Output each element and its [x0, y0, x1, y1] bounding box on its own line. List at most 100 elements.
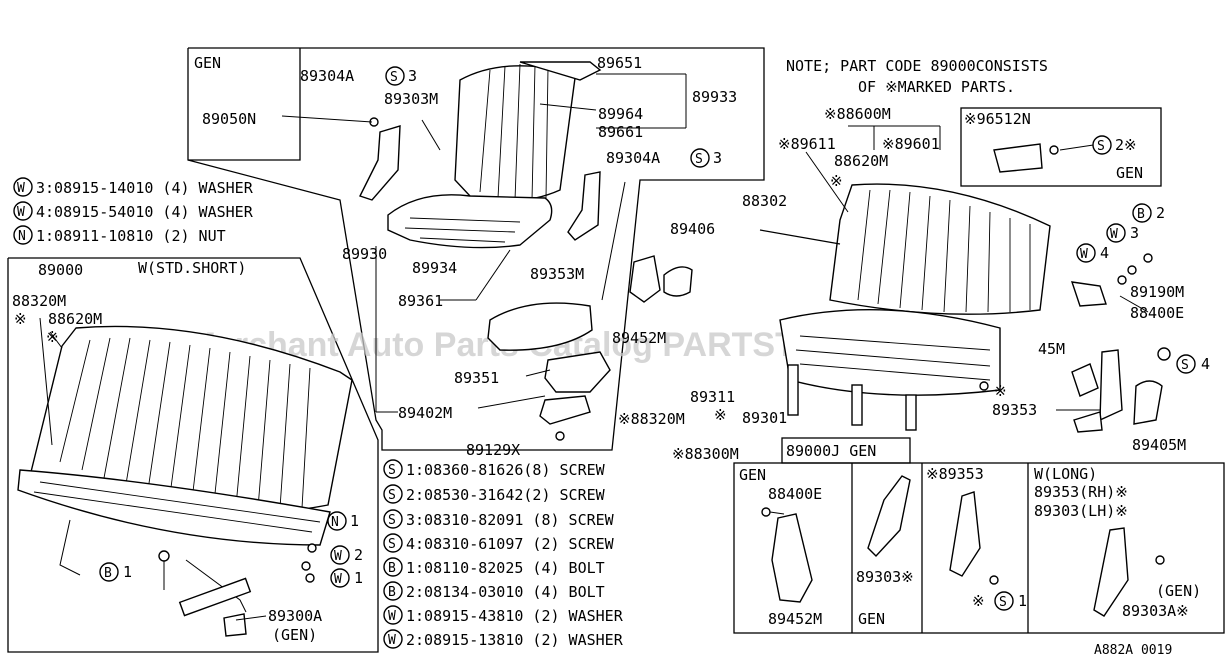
label-89301: 89301 — [742, 409, 787, 427]
callout-symbols: S 3 S 3 S 2※ B 2 W 3 W 4 S 4 S 1 B 1 N 1… — [99, 66, 1210, 611]
label-89190m: 89190M — [1130, 283, 1184, 301]
part-89190m — [1070, 281, 1107, 307]
svg-text:B: B — [388, 585, 396, 600]
rear-bench-cushion — [779, 309, 1001, 396]
label-88320m-right: ※88320M — [618, 410, 685, 428]
front-seat-drawing — [281, 61, 693, 441]
note-line-2: OF ※MARKED PARTS. — [858, 78, 1015, 96]
label-asterisk-right: ※ — [830, 172, 843, 190]
label-88620m-left: 88620M — [48, 310, 102, 328]
headrest-frame — [519, 61, 602, 81]
bracket-89353m — [567, 171, 601, 241]
part-labels: 89050N 89304A 89303M 89651 89933 89964 8… — [12, 54, 1201, 628]
label-45m: 45M — [1038, 340, 1065, 358]
leg-2 — [851, 384, 863, 426]
callout-n1-n: 1 — [350, 512, 359, 530]
legend-bottom-item: 3:08310-82091 (8) SCREW — [406, 511, 615, 529]
label-89300a: 89300A — [268, 607, 322, 625]
part-89405m — [1133, 380, 1163, 425]
svg-text:S: S — [388, 537, 396, 552]
std-short-bench-drawing — [17, 317, 353, 637]
slide-mechanism — [544, 351, 611, 393]
callout-b1-n: 1 — [123, 563, 132, 581]
callout-w4: W — [1080, 247, 1088, 262]
svg-text:S: S — [388, 513, 396, 528]
label-asterisk-89311: ※ — [714, 406, 727, 424]
callout-s1: S — [999, 595, 1007, 610]
under-cushion-cover — [487, 302, 593, 351]
label-88620m-right: 88620M — [834, 152, 888, 170]
rear-bench-drawing — [759, 125, 1171, 433]
leg-3 — [905, 394, 917, 431]
label-89930: 89930 — [342, 245, 387, 263]
frames — [7, 47, 1225, 653]
figure-code: A882A 0019 — [1094, 643, 1172, 658]
bracket-89303-gen — [867, 475, 911, 558]
callout-s4-n: 4 — [1201, 355, 1210, 373]
label-89303a: 89303A※ — [1122, 602, 1189, 620]
box-title-gen-top: GEN — [194, 54, 221, 72]
callout-b2: B — [1137, 207, 1145, 222]
callout-w1-n: 1 — [354, 569, 363, 587]
label-88302: 88302 — [742, 192, 787, 210]
bracket-89452m — [771, 513, 813, 603]
label-89934: 89934 — [412, 259, 457, 277]
label-89353-box: ※89353 — [926, 465, 984, 483]
label-89304a-2: 89304A — [606, 149, 660, 167]
legend-top-item: 1:08911-10810 (2) NUT — [36, 227, 226, 245]
label-asterisk-left: ※ — [14, 310, 27, 328]
callout-s2-n: 2※ — [1115, 136, 1137, 154]
gen-front-seat-inner — [188, 48, 301, 161]
bench-leg-rail — [178, 577, 252, 617]
legend-top-item: 4:08915-54010 (4) WASHER — [36, 203, 254, 221]
label-89353m: 89353M — [530, 265, 584, 283]
label-gen-paren-2: (GEN) — [1156, 582, 1201, 600]
bracket-89303a — [1093, 527, 1129, 617]
legend-top: W 3:08915-14010 (4) WASHER W 4:08915-540… — [13, 177, 254, 245]
label-89611: ※89611 — [778, 135, 836, 153]
callout-89304a-s: S — [390, 70, 398, 85]
label-89402m: 89402M — [398, 404, 452, 422]
label-asterisk-mid: ※ — [994, 382, 1007, 400]
box-title-gen-bottom-mid: GEN — [858, 610, 885, 628]
callout-w4-n: 4 — [1100, 244, 1109, 262]
bottom-right-parts — [761, 475, 1165, 617]
svg-text:W: W — [388, 609, 396, 624]
cover-89406-left — [629, 255, 661, 303]
svg-text:S: S — [388, 463, 396, 478]
svg-text:W: W — [17, 205, 25, 220]
gen-96512n-frame — [960, 107, 1162, 187]
gen-89000j-frame — [781, 437, 911, 464]
label-89933: 89933 — [692, 88, 737, 106]
callout-w1: W — [334, 572, 342, 587]
callout-b1: B — [104, 566, 112, 581]
label-89353rh: 89353(RH)※ — [1034, 483, 1128, 501]
label-88300m: ※88300M — [672, 445, 739, 463]
box-title-gen-bottom-left: GEN — [739, 466, 766, 484]
label-89353: 89353 — [992, 401, 1037, 419]
label-asterisk-s1: ※ — [972, 592, 985, 610]
bottom-right-frame — [733, 462, 1225, 634]
svg-text:S: S — [388, 488, 396, 503]
bracket-89353-box — [949, 491, 981, 577]
label-89303-box: 89303※ — [856, 568, 914, 586]
box-title-std-short: W(STD.SHORT) — [138, 259, 246, 277]
callout-s1-n: 1 — [1018, 592, 1027, 610]
label-89303lh: 89303(LH)※ — [1034, 502, 1128, 520]
label-89303m: 89303M — [384, 90, 438, 108]
callout-w2-n: 2 — [354, 546, 363, 564]
label-89000: 89000 — [38, 261, 83, 279]
svg-text:B: B — [388, 561, 396, 576]
rod — [601, 181, 626, 301]
label-89964: 89964 — [598, 105, 643, 123]
part-89129x — [539, 395, 591, 425]
label-88600m: ※88600M — [824, 105, 891, 123]
label-88400e-box: 88400E — [768, 485, 822, 503]
cover-89406-right — [663, 266, 693, 297]
legend-bottom-item: 1:08360-81626(8) SCREW — [406, 461, 606, 479]
gen-front-seat-frame — [187, 47, 765, 451]
label-89452m: 89452M — [612, 329, 666, 347]
label-89304a: 89304A — [300, 67, 354, 85]
bracket-left — [1071, 363, 1099, 397]
